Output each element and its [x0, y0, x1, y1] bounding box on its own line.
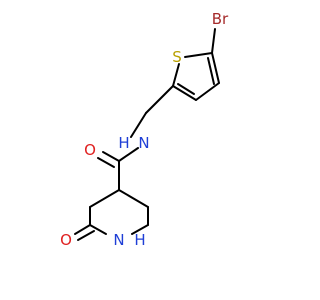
atom-o-carbonyl: O: [84, 141, 96, 159]
bond-carbonyl-o-b: [97, 157, 115, 168]
bond-c6-o-a: [74, 224, 91, 235]
atom-n-amide: N: [138, 134, 149, 152]
bond-c4-c3r: [118, 189, 149, 208]
bond-ch2-n: [130, 112, 147, 138]
bond-c6-n1: [89, 224, 107, 235]
bond-c2-ch2: [145, 85, 174, 114]
atom-labels: Br S N H O N H O: [60, 10, 229, 249]
bond-c3-c2: [172, 85, 197, 101]
bond-c3-c2-inner: [177, 83, 195, 95]
bonds: [74, 28, 220, 241]
bond-carbonyl-o-a: [102, 151, 120, 162]
bond-c5-c4-inner: [207, 57, 215, 85]
bond-c4-c3: [195, 82, 220, 101]
atom-br: Br: [212, 10, 229, 28]
atom-h-amide: H: [118, 134, 129, 152]
atom-s: S: [172, 48, 182, 66]
bond-c5-br: [211, 28, 216, 54]
bond-c4-c5r: [89, 189, 120, 208]
bond-n-carbonyl: [118, 147, 139, 162]
atom-o-lactam: O: [60, 231, 72, 249]
bond-c6-o-b: [77, 230, 95, 241]
bond-c2-s: [172, 63, 180, 87]
atom-h-ring: H: [134, 231, 145, 249]
structure-diagram: Br S N H O N H O: [60, 10, 229, 249]
bond-c2r-n1: [131, 224, 149, 235]
atom-n-ring: N: [113, 231, 124, 249]
bond-c5-c4: [211, 52, 220, 84]
bond-s-c5: [184, 52, 213, 58]
